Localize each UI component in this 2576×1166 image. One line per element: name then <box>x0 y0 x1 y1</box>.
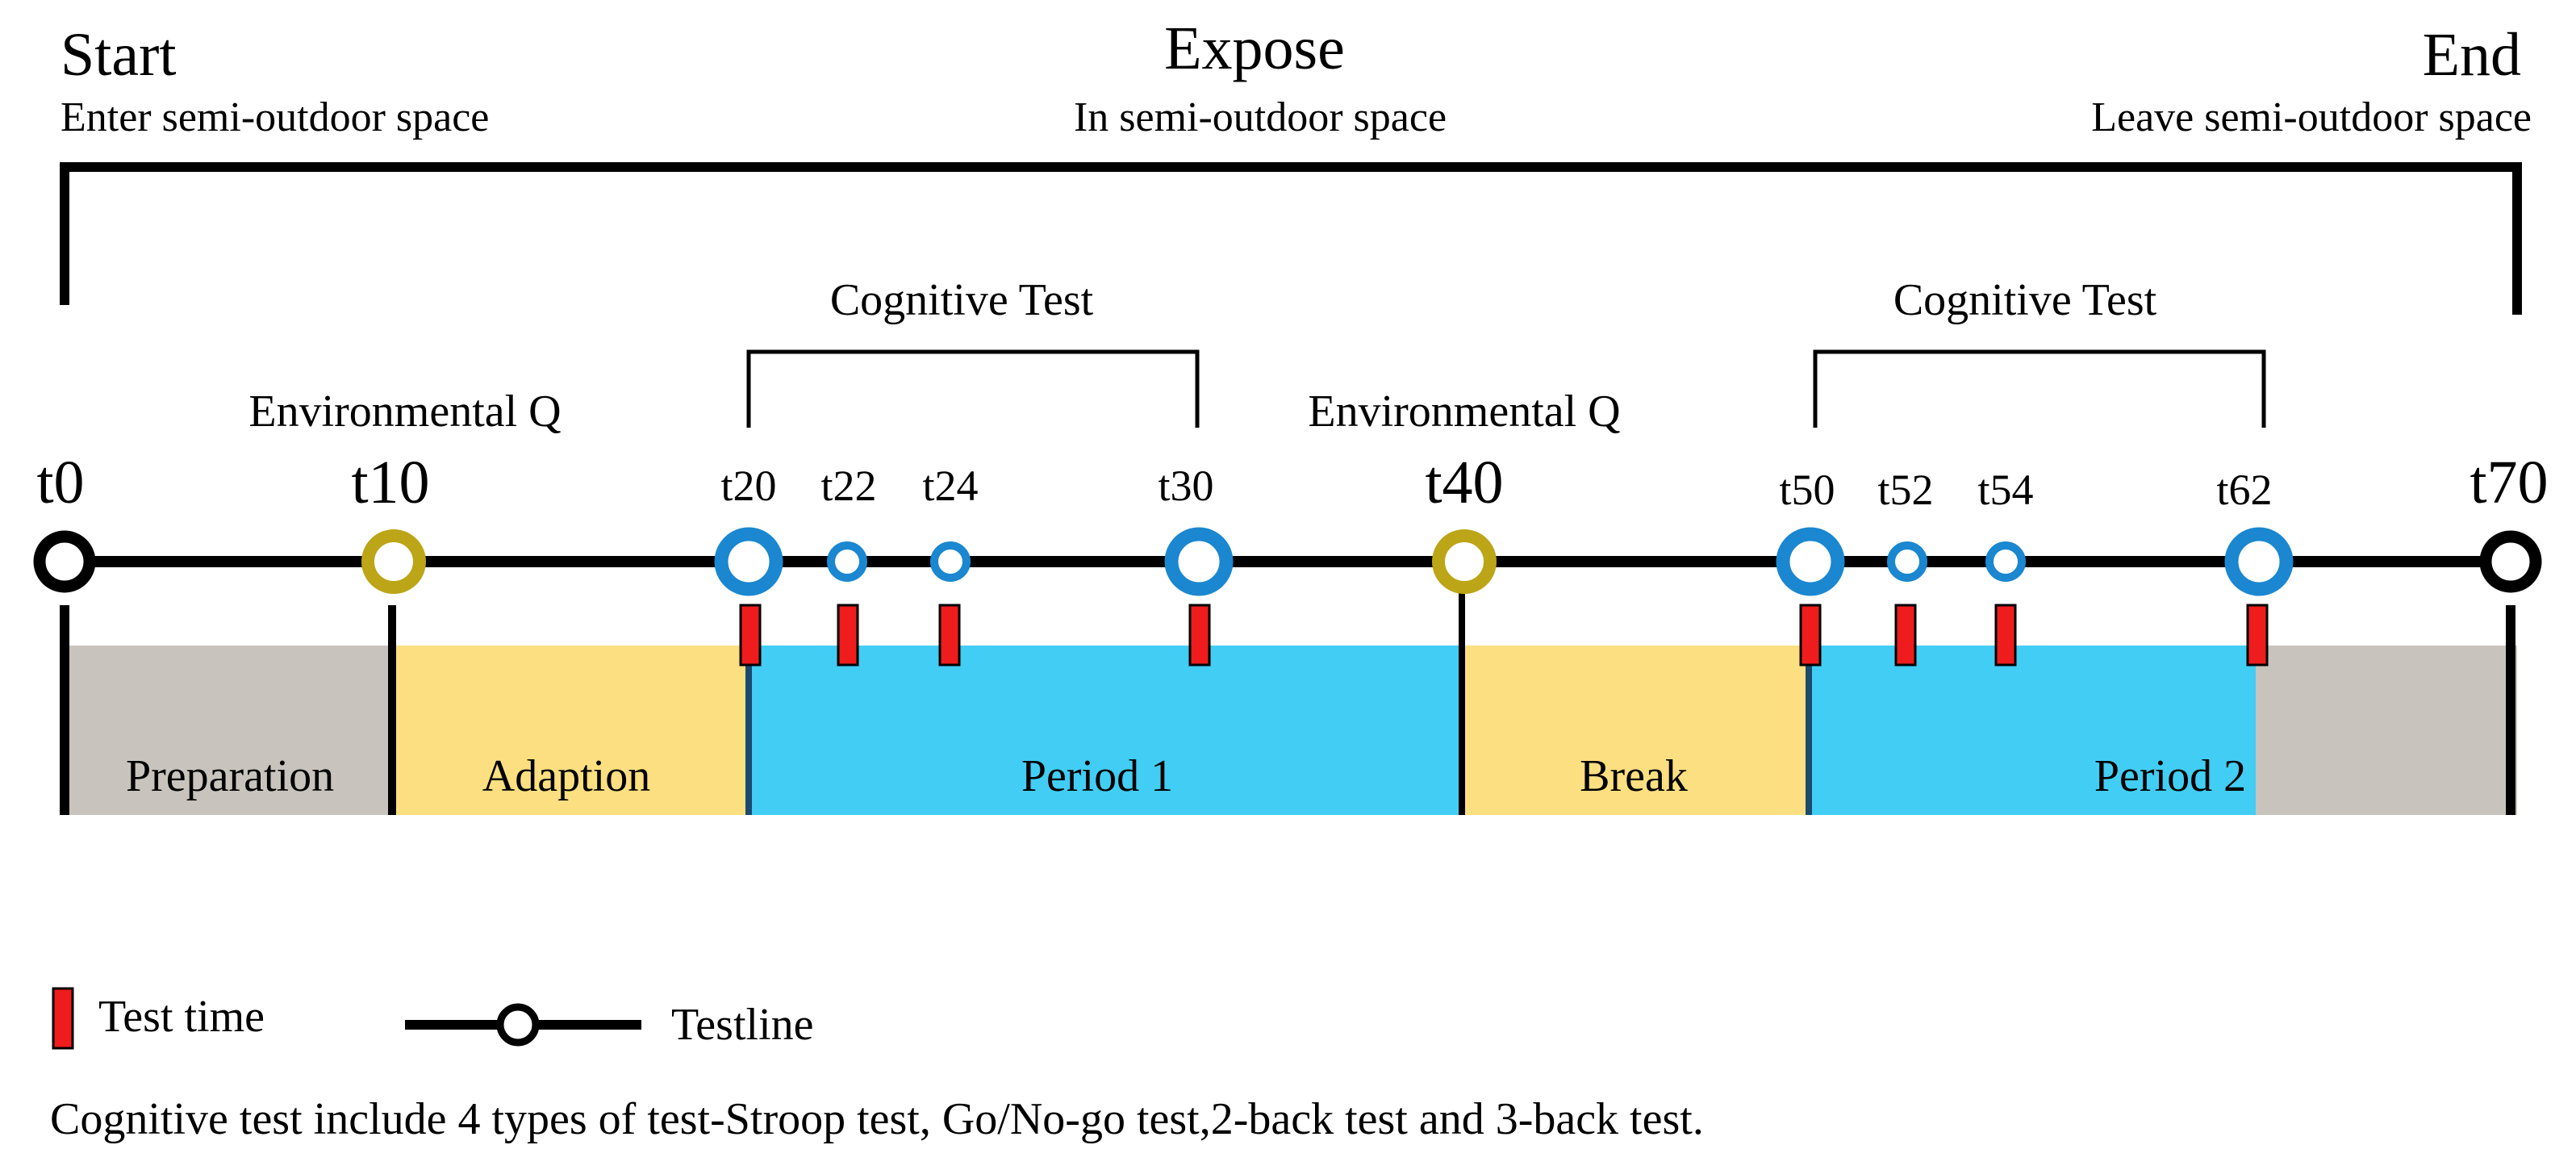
period1-label: Period 1 <box>1021 751 1173 801</box>
adaption-label: Adaption <box>482 751 650 801</box>
timepoint-t22: t22 <box>820 462 876 510</box>
period1-band <box>749 646 1463 815</box>
timepoint-t52: t52 <box>1877 466 1933 514</box>
timepoint-t54: t54 <box>1977 466 2033 514</box>
node-t62 <box>2224 527 2294 596</box>
end-subtitle: Leave semi-outdoor space <box>2091 94 2532 140</box>
node-t0 <box>33 530 96 593</box>
node-t50 <box>1776 527 1845 596</box>
node-t30 <box>1164 527 1234 596</box>
break-label: Break <box>1580 751 1688 801</box>
test-time-marker-t20 <box>739 604 762 667</box>
legend-testline-node <box>496 1003 540 1047</box>
test-time-marker-t54 <box>1994 604 2017 667</box>
test-time-marker-t62 <box>2246 604 2269 667</box>
timepoint-t24: t24 <box>922 462 978 510</box>
environmental-q-label-2: Environmental Q <box>1308 387 1620 437</box>
cognitive-test-label-2: Cognitive Test <box>1893 275 2157 325</box>
timepoint-t50: t50 <box>1779 466 1835 514</box>
timepoint-t62: t62 <box>2216 466 2272 514</box>
exposure-bracket <box>60 162 2522 315</box>
period2-band <box>1807 646 2256 815</box>
timepoint-t10: t10 <box>351 449 429 516</box>
legend-test-time-swatch <box>52 987 74 1050</box>
environmental-q-label-1: Environmental Q <box>248 387 561 437</box>
node-t52 <box>1887 541 1927 582</box>
start-subtitle: Enter semi-outdoor space <box>61 94 489 140</box>
test-time-marker-t22 <box>837 604 859 667</box>
period2-label: Period 2 <box>2094 751 2246 801</box>
start-title: Start <box>61 21 177 89</box>
test-time-marker-t30 <box>1188 604 1211 667</box>
node-t24 <box>930 541 971 582</box>
timepoint-t70: t70 <box>2470 449 2548 516</box>
cognitive-test-bracket-1 <box>746 349 1200 428</box>
expose-subtitle: In semi-outdoor space <box>1074 94 1447 140</box>
node-t22 <box>827 541 867 582</box>
node-t54 <box>1985 541 2026 582</box>
timepoint-t40: t40 <box>1425 449 1503 516</box>
preparation-band <box>65 646 391 815</box>
node-t40 <box>1432 529 1497 594</box>
cognitive-test-bracket-2 <box>1813 349 2266 428</box>
expose-title: Expose <box>1164 15 1345 82</box>
break-band <box>1463 646 1807 815</box>
test-time-marker-t50 <box>1799 604 1822 667</box>
end-band <box>2256 646 2517 815</box>
timepoint-t30: t30 <box>1158 462 1213 510</box>
cognitive-test-note: Cognitive test include 4 types of test-S… <box>50 1094 1704 1144</box>
node-t70 <box>2479 530 2542 593</box>
node-t20 <box>714 527 783 596</box>
end-title: End <box>2423 21 2521 89</box>
test-time-marker-t52 <box>1894 604 1917 667</box>
preparation-label: Preparation <box>126 751 334 801</box>
legend-testline-label: Testline <box>671 1000 813 1050</box>
node-t10 <box>361 529 426 594</box>
cognitive-test-label-1: Cognitive Test <box>830 275 1094 325</box>
timepoint-t20: t20 <box>720 462 776 510</box>
adaption-band <box>391 646 749 815</box>
test-time-marker-t24 <box>938 604 961 667</box>
timepoint-t0: t0 <box>36 449 84 516</box>
legend-test-time-label: Test time <box>98 992 265 1042</box>
